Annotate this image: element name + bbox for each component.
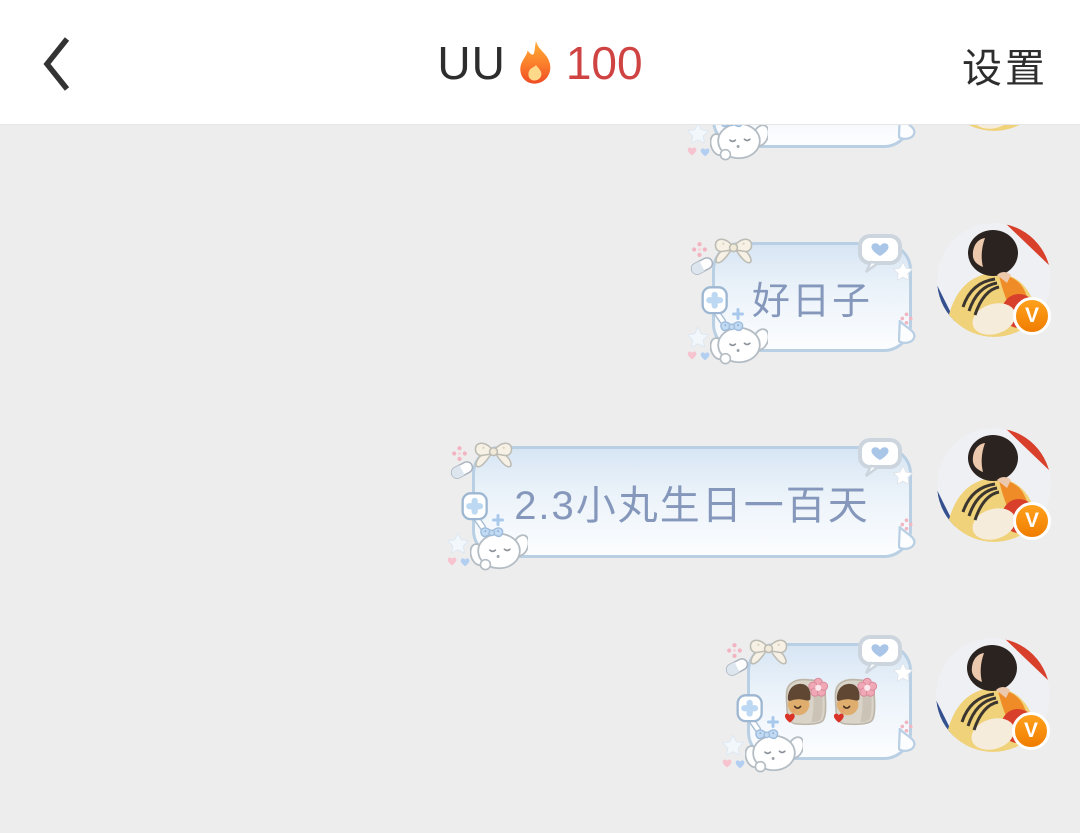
pill-icon xyxy=(448,458,476,482)
chat-title: UU 100 xyxy=(0,0,1080,125)
chat-message-area[interactable]: 好日子 V 2.3小丸生日一百天 V xyxy=(0,125,1080,833)
message-bubble[interactable]: 好日子 xyxy=(712,242,912,352)
avatar[interactable]: V xyxy=(936,638,1050,752)
message-text xyxy=(715,125,909,145)
settings-button[interactable]: 设置 xyxy=(962,47,1048,91)
hearts-icon xyxy=(446,555,472,568)
star-icon xyxy=(722,734,744,756)
avatar-photo xyxy=(937,125,1051,131)
message-bubble[interactable]: 2.3小丸生日一百天 xyxy=(472,446,912,558)
avatar[interactable]: V xyxy=(937,223,1051,337)
message-bubble[interactable] xyxy=(747,643,912,760)
hearts-icon xyxy=(721,757,747,770)
hot-count: 100 xyxy=(565,36,643,89)
hearts-icon xyxy=(686,349,712,362)
message-text: 2.3小丸生日一百天 xyxy=(514,484,870,528)
girl-flower-heart-emoji xyxy=(831,677,878,726)
message-text: 好日子 xyxy=(751,280,872,323)
chevron-left-icon xyxy=(43,37,70,91)
message-stickers xyxy=(750,646,909,757)
chat-name: UU xyxy=(437,36,506,89)
pill-icon xyxy=(688,254,716,278)
hearts-icon xyxy=(686,145,712,158)
verified-badge: V xyxy=(1012,712,1050,750)
nav-bar: UU 100 设置 xyxy=(0,0,1080,125)
girl-flower-heart-emoji xyxy=(782,677,829,726)
fire-icon xyxy=(516,40,556,86)
avatar[interactable]: V xyxy=(937,428,1051,542)
pink-sparkle-icon xyxy=(726,642,743,659)
message-bubble[interactable] xyxy=(712,125,912,148)
verified-badge: V xyxy=(1013,502,1051,540)
pink-sparkle-icon xyxy=(451,445,468,462)
avatar[interactable] xyxy=(937,125,1051,131)
star-icon xyxy=(687,326,709,348)
star-icon xyxy=(687,125,709,144)
back-button[interactable] xyxy=(30,32,82,96)
pill-icon xyxy=(723,655,751,679)
star-icon xyxy=(447,532,469,554)
pink-sparkle-icon xyxy=(691,241,708,258)
verified-badge: V xyxy=(1013,297,1051,335)
